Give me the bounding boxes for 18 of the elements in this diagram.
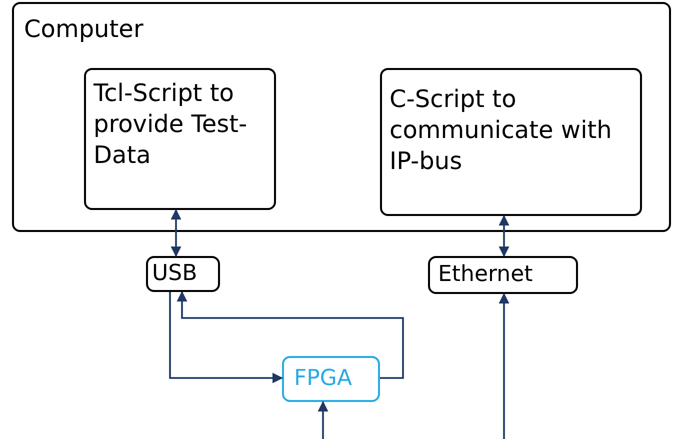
heading-label: Computer [24, 14, 144, 45]
arrow [318, 400, 328, 439]
node-label: Ethernet [438, 261, 533, 289]
arrow [176, 290, 404, 379]
interface-box [428, 256, 578, 294]
arrow [170, 208, 182, 258]
computer-box [12, 2, 671, 232]
interface-box [146, 256, 220, 292]
node-label: C-Script to communicate with IP-bus [390, 84, 613, 177]
arrow [498, 292, 510, 439]
node-label: USB [152, 260, 198, 288]
fpga-box [282, 356, 380, 402]
node-label: FPGA [294, 365, 352, 393]
process-box [84, 68, 276, 210]
arrow [498, 214, 510, 258]
node-label: Tcl-Script to provide Test-Data [94, 78, 248, 171]
arrow [169, 292, 284, 384]
process-box [380, 68, 642, 216]
